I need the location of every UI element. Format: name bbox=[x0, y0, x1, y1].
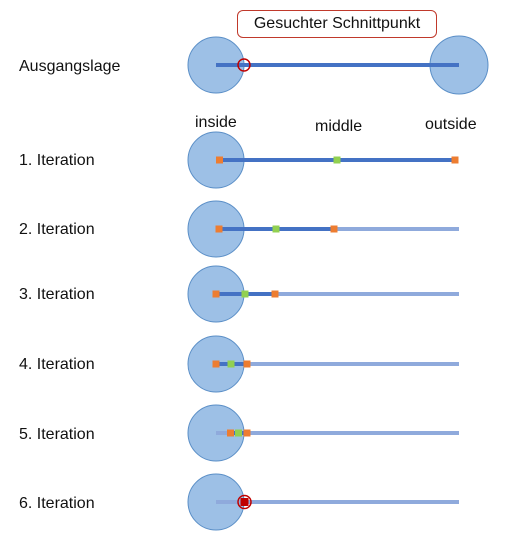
outside-point bbox=[243, 360, 251, 368]
row-iteration-6 bbox=[187, 473, 459, 531]
middle-point bbox=[241, 290, 249, 298]
row-iteration-2 bbox=[187, 200, 459, 258]
row-label-iteration-1: 1. Iteration bbox=[19, 152, 95, 169]
row-label-iteration-2: 2. Iteration bbox=[19, 221, 95, 238]
converged-point bbox=[240, 498, 249, 506]
inside-point bbox=[215, 225, 223, 233]
column-label-middle: middle bbox=[315, 118, 363, 135]
column-label-inside: inside bbox=[195, 114, 237, 131]
inside-point bbox=[212, 360, 220, 368]
outside-point bbox=[271, 290, 279, 298]
row-iteration-5 bbox=[187, 404, 459, 462]
inside-point bbox=[227, 429, 234, 437]
intersection-marker bbox=[237, 58, 251, 72]
outside-point bbox=[451, 156, 459, 164]
intersection-marker bbox=[237, 494, 252, 510]
row-label-start: Ausgangslage bbox=[19, 58, 121, 75]
intersection-callout: Gesuchter Schnittpunkt bbox=[237, 10, 437, 38]
row-label-iteration-6: 6. Iteration bbox=[19, 495, 95, 512]
middle-point bbox=[235, 429, 242, 437]
row-label-iteration-5: 5. Iteration bbox=[19, 426, 95, 443]
row-iteration-3 bbox=[187, 265, 459, 323]
middle-point bbox=[333, 156, 341, 164]
row-label-iteration-3: 3. Iteration bbox=[19, 286, 95, 303]
row-iteration-1 bbox=[187, 131, 459, 189]
row-label-iteration-4: 4. Iteration bbox=[19, 356, 95, 373]
inside-point bbox=[212, 290, 220, 298]
inside-point bbox=[216, 156, 223, 164]
column-label-outside: outside bbox=[425, 116, 477, 133]
middle-point bbox=[227, 360, 235, 368]
outside-point bbox=[330, 225, 338, 233]
middle-point bbox=[272, 225, 280, 233]
outside-point bbox=[243, 429, 251, 437]
row-iteration-4 bbox=[187, 335, 459, 393]
row-start bbox=[187, 35, 489, 95]
